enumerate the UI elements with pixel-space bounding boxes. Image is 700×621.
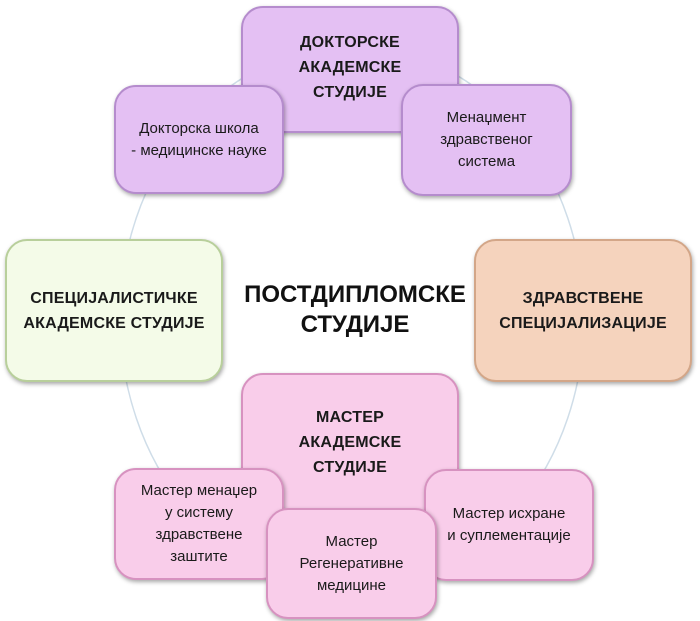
master-regenerative-label: Мастер Регенеративне медицине xyxy=(299,532,404,594)
doctoral-school-box: Докторска школа - медицинске науке xyxy=(114,85,284,194)
health-management-box: Менаџмент здравственог система xyxy=(401,84,572,196)
master-nutrition-label: Мастер исхране и суплементације xyxy=(447,505,571,544)
health-management-label: Менаџмент здравственог система xyxy=(440,109,533,170)
doctoral-school-label: Докторска школа - медицинске науке xyxy=(131,119,267,159)
doctoral-studies-label: ДОКТОРСКЕ АКАДЕМСКЕ СТУДИЈЕ xyxy=(298,34,402,101)
health-specializations-label: ЗДРАВСТВЕНЕ СПЕЦИЈАЛИЗАЦИЈЕ xyxy=(499,289,667,332)
specialist-studies-box: СПЕЦИЈАЛИСТИЧКЕ АКАДЕМСКЕ СТУДИЈЕ xyxy=(5,239,223,382)
master-nutrition-box: Мастер исхране и суплементације xyxy=(424,469,594,581)
specialist-studies-label: СПЕЦИЈАЛИСТИЧКЕ АКАДЕМСКЕ СТУДИЈЕ xyxy=(23,289,205,332)
master-regenerative-box: Мастер Регенеративне медицине xyxy=(266,508,437,619)
master-studies-label: МАСТЕР АКАДЕМСКЕ СТУДИЈЕ xyxy=(298,409,402,476)
master-studies-box: МАСТЕР АКАДЕМСКЕ СТУДИЈЕ xyxy=(241,373,459,513)
master-management-label: Мастер менаџер у систему здравствене заш… xyxy=(140,482,258,565)
health-specializations-box: ЗДРАВСТВЕНЕ СПЕЦИЈАЛИЗАЦИЈЕ xyxy=(474,239,692,382)
master-management-box: Мастер менаџер у систему здравствене заш… xyxy=(114,468,284,580)
center-title: ПОСТДИПЛОМСКЕ СТУДИЈЕ xyxy=(244,281,466,338)
